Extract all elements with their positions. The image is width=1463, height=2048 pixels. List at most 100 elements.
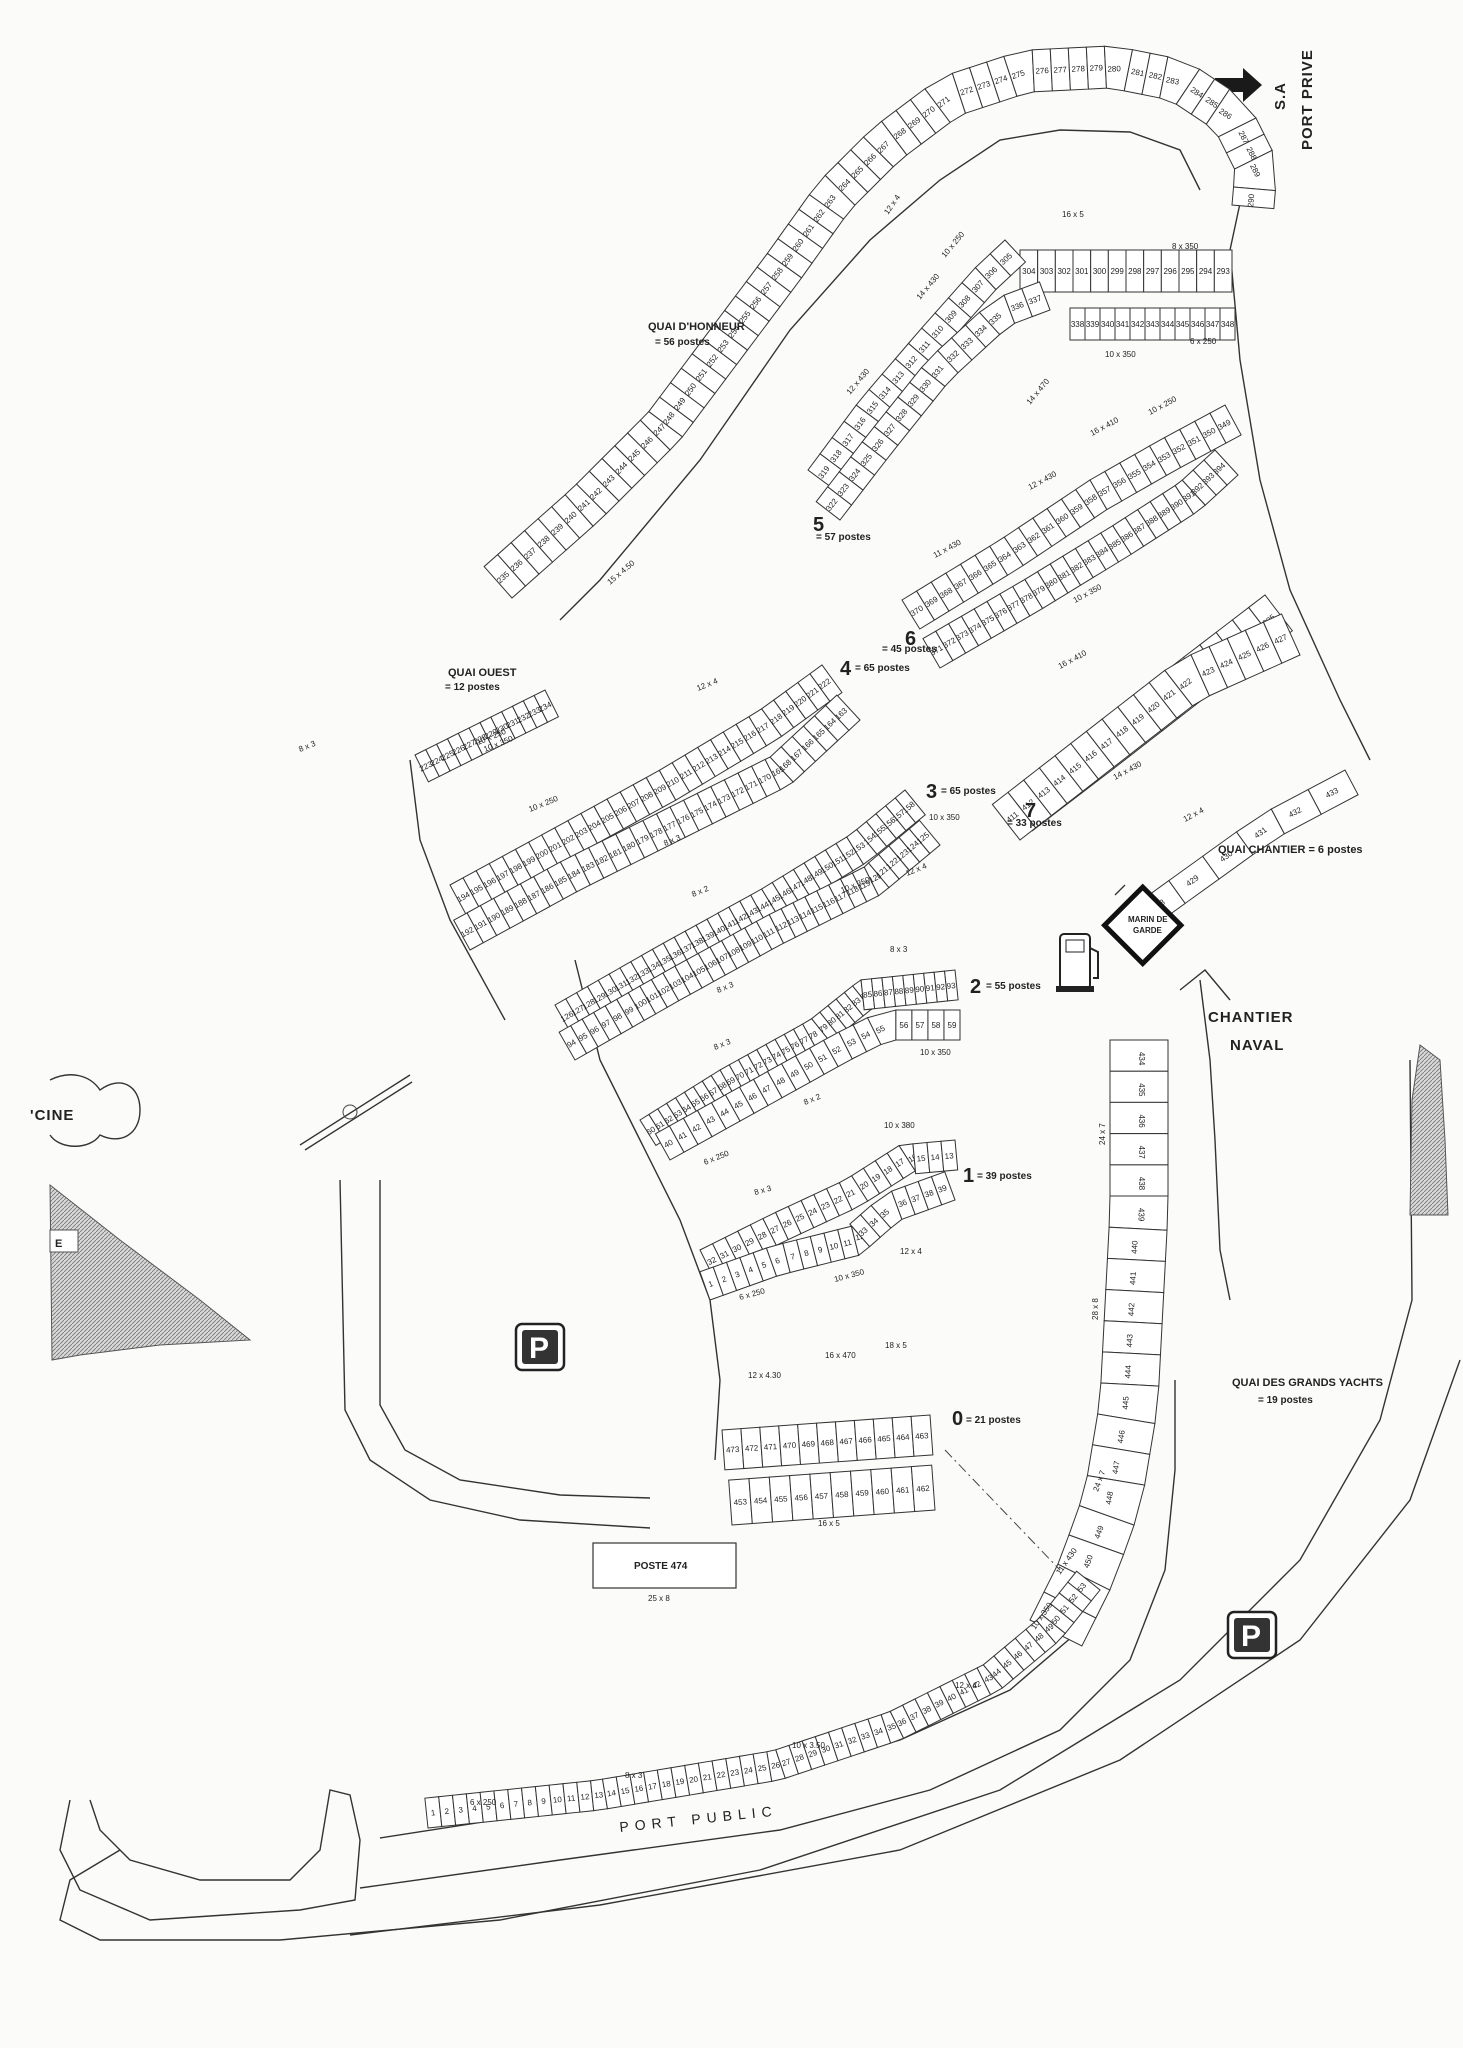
berth-number: 348 <box>1221 320 1235 329</box>
berth-number: 278 <box>1071 64 1085 74</box>
berth-number: 15 <box>916 1154 926 1164</box>
berth-number: 294 <box>1199 267 1213 276</box>
berth-number: 86 <box>873 989 883 999</box>
berth-number: 280 <box>1107 64 1121 74</box>
berth-number: 469 <box>801 1439 816 1449</box>
berth-number: 293 <box>1216 267 1230 276</box>
berth-number: 9 <box>817 1245 824 1255</box>
berth-number: 87 <box>884 988 894 998</box>
piscine-label: 'CINE <box>30 1107 74 1124</box>
berth-number: 56 <box>899 1021 908 1030</box>
berth-number: 447 <box>1111 1460 1122 1475</box>
berth-number: 302 <box>1057 267 1071 276</box>
berth-slip <box>940 1139 959 1172</box>
berth-number: 442 <box>1127 1302 1137 1316</box>
dim-label: 10 x 250 <box>1147 394 1179 417</box>
marin-de-garde-label-1: MARIN DE <box>1128 915 1168 924</box>
berth-number: 471 <box>764 1442 779 1452</box>
berth-number: 445 <box>1121 1395 1131 1409</box>
pier-7-number: 7 <box>1025 800 1036 822</box>
berth-number: 14 <box>930 1152 940 1162</box>
berth-number: 33 <box>860 1730 872 1742</box>
berth-number: 93 <box>946 981 956 991</box>
buoy-icon <box>342 1104 358 1120</box>
hatched-area-west <box>49 1183 252 1361</box>
berth-number: 7 <box>513 1799 519 1808</box>
berth-slip <box>910 1414 934 1457</box>
berth-number: 37 <box>910 1193 922 1205</box>
berth-number: 468 <box>820 1438 835 1448</box>
berth-number: 345 <box>1176 320 1190 329</box>
berth-number: 454 <box>754 1496 769 1506</box>
pier-4-number: 4 <box>840 658 852 680</box>
berth-number: 1 <box>430 1808 436 1817</box>
dim-label: 15 x 4.50 <box>606 558 637 586</box>
berth-number: 89 <box>904 985 914 995</box>
berth-number: 463 <box>915 1431 930 1441</box>
berth-number: 338 <box>1071 320 1085 329</box>
berth-number: 25 <box>794 1212 806 1224</box>
berth-slip <box>1203 449 1239 486</box>
quai-ouest-label: QUAI OUEST <box>448 667 517 679</box>
berth-number: 15 <box>620 1786 631 1796</box>
berth-number: 18 <box>661 1779 672 1789</box>
dim-label: 14 x 430 <box>915 272 942 302</box>
berth-number: 9 <box>541 1797 547 1806</box>
dim-label: 16 x 410 <box>1089 415 1121 438</box>
poste-474-dim: 25 x 8 <box>648 1594 670 1603</box>
berth-number: 434 <box>1137 1052 1146 1066</box>
pier-0-number: 0 <box>952 1408 963 1430</box>
berth-number: 343 <box>1146 320 1160 329</box>
berth-number: 36 <box>897 1198 909 1210</box>
berth-number: 39 <box>933 1698 945 1710</box>
berth-slip <box>1219 307 1236 341</box>
berth-number: 26 <box>771 1760 782 1770</box>
fuel-pump-icon <box>1056 933 1099 992</box>
dim-label: 10 x 3.50 <box>792 1741 825 1750</box>
chantier-naval-label-2: NAVAL <box>1230 1037 1284 1054</box>
dim-label: 6 x 250 <box>1190 337 1217 346</box>
arrow-right-icon <box>1215 68 1262 102</box>
berth-slip <box>1209 404 1242 444</box>
dim-label: 8 x 3 <box>625 1771 643 1780</box>
berth-slip <box>1067 1570 1101 1602</box>
dim-label: 10 x 350 <box>1105 350 1136 359</box>
berth-number: 8 <box>527 1798 533 1807</box>
pier-0-count: = 21 postes <box>966 1415 1021 1426</box>
berth-number: 35 <box>886 1721 898 1733</box>
pier-4-count: = 65 postes <box>855 663 910 674</box>
berth-number: 32 <box>847 1735 859 1747</box>
berth-number: 448 <box>1104 1490 1115 1505</box>
berth-number: 26 <box>781 1218 793 1230</box>
dim-label: 8 x 3 <box>712 1037 732 1052</box>
berth-slip <box>1262 613 1301 664</box>
berth-number: 347 <box>1206 320 1220 329</box>
berth-number: 25 <box>757 1763 768 1773</box>
berth-slip <box>533 689 560 723</box>
berth-number: 31 <box>718 1248 730 1260</box>
berth-number: 91 <box>925 983 935 993</box>
berth-number: 32 <box>706 1255 718 1267</box>
berth-number: 23 <box>730 1768 741 1778</box>
berth-number: 446 <box>1116 1429 1127 1444</box>
berth-number: 279 <box>1089 63 1103 73</box>
dim-label: 12 x 4.30 <box>748 1371 781 1380</box>
berth-number: 20 <box>688 1774 699 1784</box>
dim-label: 18 x 5 <box>885 1341 907 1350</box>
berth-number: 453 <box>733 1497 748 1507</box>
berth-number: 298 <box>1128 267 1142 276</box>
berth-number: 59 <box>948 1021 957 1030</box>
berth-number: 275 <box>1011 68 1027 81</box>
berth-number: 34 <box>873 1726 885 1738</box>
berth-number: 13 <box>594 1790 604 1800</box>
berth-number: 472 <box>745 1443 760 1453</box>
berth-number: 2 <box>720 1274 728 1284</box>
berth-slip <box>1307 769 1359 815</box>
berth-number: 7 <box>789 1252 796 1262</box>
dim-label: 8 x 3 <box>297 739 317 754</box>
berth-number: 36 <box>896 1716 908 1728</box>
berth-number: 462 <box>916 1484 931 1494</box>
berth-number: 12 <box>580 1792 590 1802</box>
berth-number: 16 <box>634 1784 645 1794</box>
berth-number: 5 <box>760 1260 768 1270</box>
